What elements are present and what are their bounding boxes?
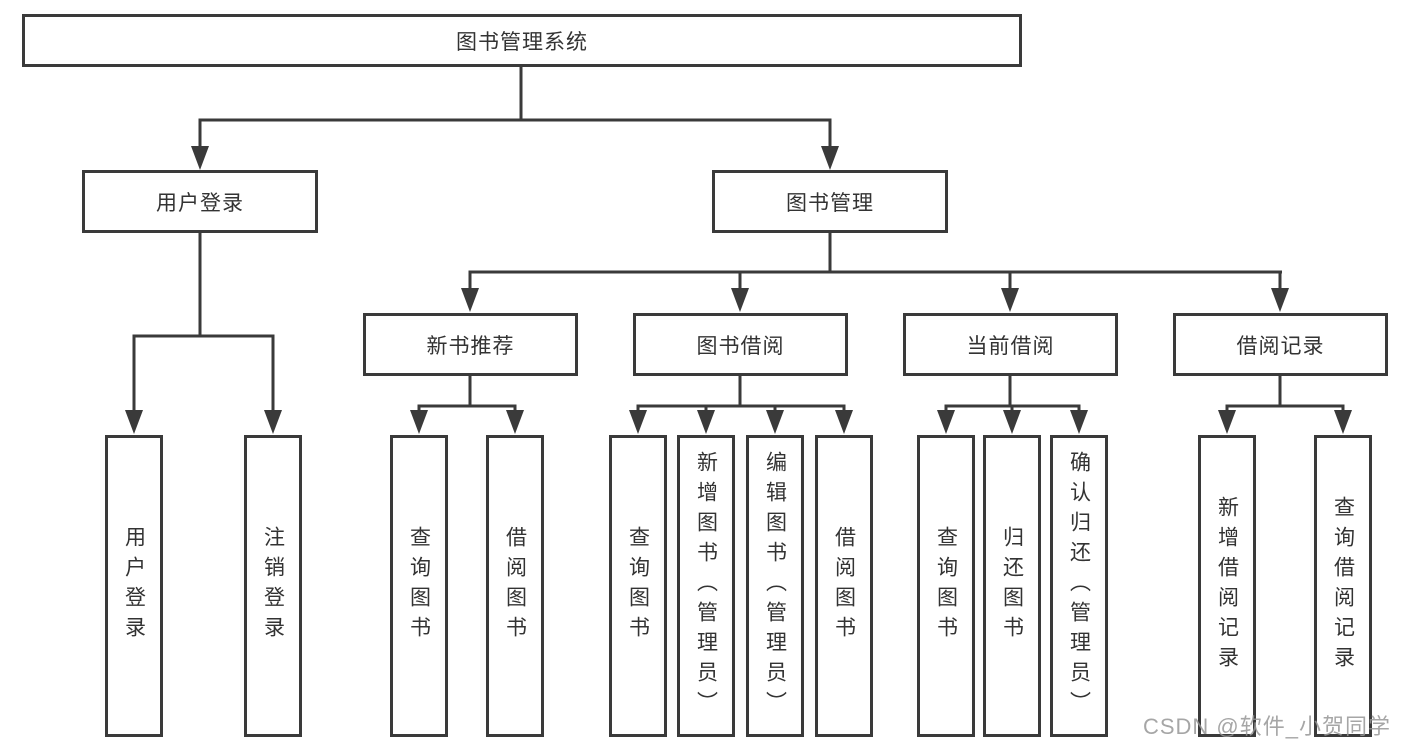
connector-book-management-to-level3 xyxy=(461,233,1289,312)
leaf-borrow-query-books-label: 查询图书 xyxy=(626,526,650,646)
connector-book-borrow-to-children xyxy=(629,376,853,434)
leaf-return-books: 归还图书 xyxy=(983,435,1041,737)
node-book-management: 图书管理 xyxy=(712,170,948,233)
connector-root-to-level2 xyxy=(191,67,839,170)
leaf-return-books-label: 归还图书 xyxy=(1000,526,1024,646)
connector-borrow-record-to-children xyxy=(1218,376,1352,434)
node-root-system-label: 图书管理系统 xyxy=(456,30,588,54)
leaf-borrow-books: 借阅图书 xyxy=(815,435,873,737)
node-current-borrow-label: 当前借阅 xyxy=(966,334,1055,358)
node-user-login: 用户登录 xyxy=(82,170,318,233)
connector-user-login-to-children xyxy=(125,233,282,434)
connector-new-book-recommend-to-children xyxy=(410,376,524,434)
leaf-recommend-borrow-books: 借阅图书 xyxy=(486,435,544,737)
node-book-borrow: 图书借阅 xyxy=(633,313,848,376)
leaf-logout: 注销登录 xyxy=(244,435,302,737)
node-book-management-label: 图书管理 xyxy=(786,191,874,215)
leaf-query-borrow-record-label: 查询借阅记录 xyxy=(1331,496,1355,676)
leaf-recommend-query-books: 查询图书 xyxy=(390,435,448,737)
node-root-system: 图书管理系统 xyxy=(22,14,1022,67)
leaf-confirm-return-admin-label: 确认归还（管理员） xyxy=(1067,451,1091,721)
csdn-watermark: CSDN @软件_小贺同学 xyxy=(1142,714,1391,739)
connector-current-borrow-to-children xyxy=(937,376,1088,434)
node-current-borrow: 当前借阅 xyxy=(903,313,1118,376)
leaf-add-books-admin: 新增图书（管理员） xyxy=(677,435,735,737)
node-user-login-label: 用户登录 xyxy=(156,191,244,215)
leaf-add-borrow-record-label: 新增借阅记录 xyxy=(1215,496,1239,676)
node-new-book-recommend: 新书推荐 xyxy=(363,313,578,376)
leaf-edit-books-admin: 编辑图书（管理员） xyxy=(746,435,804,737)
node-borrow-record-label: 借阅记录 xyxy=(1236,334,1325,358)
leaf-add-borrow-record: 新增借阅记录 xyxy=(1198,435,1256,737)
node-new-book-recommend-label: 新书推荐 xyxy=(426,334,515,358)
leaf-borrow-books-label: 借阅图书 xyxy=(832,526,856,646)
leaf-add-books-admin-label: 新增图书（管理员） xyxy=(694,451,718,721)
leaf-logout-label: 注销登录 xyxy=(261,526,285,646)
leaf-user-login: 用户登录 xyxy=(105,435,163,737)
leaf-confirm-return-admin: 确认归还（管理员） xyxy=(1050,435,1108,737)
leaf-recommend-borrow-books-label: 借阅图书 xyxy=(503,526,527,646)
leaf-user-login-label: 用户登录 xyxy=(122,526,146,646)
leaf-borrow-query-books: 查询图书 xyxy=(609,435,667,737)
leaf-current-query-books-label: 查询图书 xyxy=(934,526,958,646)
leaf-recommend-query-books-label: 查询图书 xyxy=(407,526,431,646)
leaf-current-query-books: 查询图书 xyxy=(917,435,975,737)
leaf-query-borrow-record: 查询借阅记录 xyxy=(1314,435,1372,737)
node-book-borrow-label: 图书借阅 xyxy=(696,334,785,358)
leaf-edit-books-admin-label: 编辑图书（管理员） xyxy=(763,451,787,721)
node-borrow-record: 借阅记录 xyxy=(1173,313,1388,376)
